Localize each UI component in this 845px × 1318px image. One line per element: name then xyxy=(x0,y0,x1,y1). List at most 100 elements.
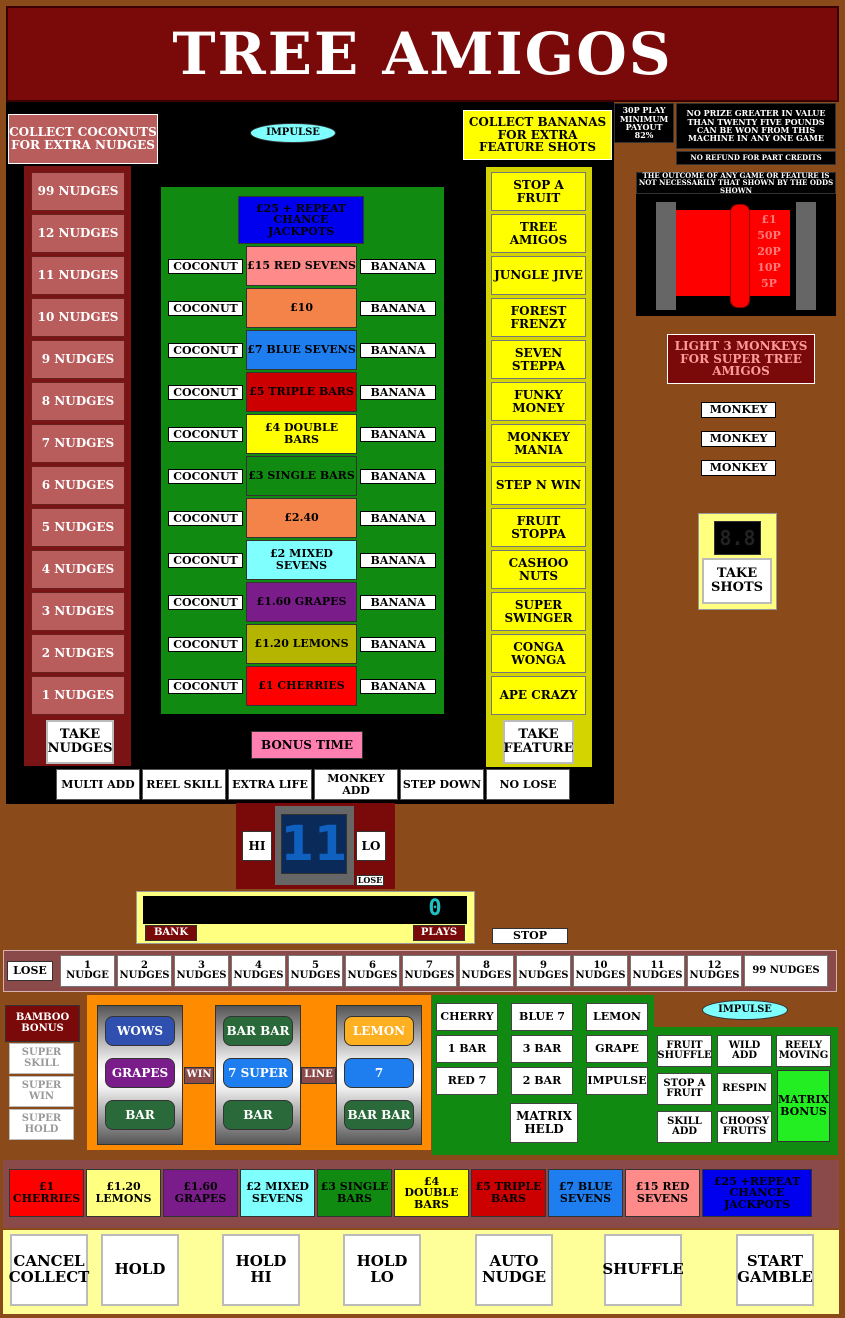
banana-lamp: BANANA xyxy=(360,553,436,568)
lo-lamp: LO xyxy=(356,831,386,861)
feature-lamp: APE CRAZY xyxy=(491,676,586,715)
banana-lamp: BANANA xyxy=(360,469,436,484)
coconut-lamp: COCONUT xyxy=(168,385,243,400)
prize-lamp: £1.20 LEMONS xyxy=(246,624,357,664)
bonus-feature: REELY MOVING xyxy=(776,1035,831,1067)
feature-lamp: SUPER SWINGER xyxy=(491,592,586,631)
matrix-fruit: LEMON xyxy=(586,1003,648,1031)
prize-lamp: £4 DOUBLE BARS xyxy=(246,414,357,454)
trail-nudge: 2 NUDGES xyxy=(117,955,172,987)
nudge-lamp: 2 NUDGES xyxy=(31,634,125,673)
trail-nudge: 1 NUDGE xyxy=(60,955,115,987)
button-auto-nudge[interactable]: AUTO NUDGE xyxy=(475,1234,553,1306)
feature-lamp: JUNGLE JIVE xyxy=(491,256,586,295)
banana-lamp: BANANA xyxy=(360,385,436,400)
paytable-cell: £7 BLUE SEVENS xyxy=(548,1169,623,1217)
trail-nudge: 3 NUDGES xyxy=(174,955,229,987)
credit-digits: 0 xyxy=(428,896,442,921)
nudge-lamp: 3 NUDGES xyxy=(31,592,125,631)
trail-nudge: 5 NUDGES xyxy=(288,955,343,987)
button-cancel-collect[interactable]: CANCEL COLLECT xyxy=(9,1234,89,1306)
feature-lamp: FUNKY MONEY xyxy=(491,382,586,421)
prize-lamp: £15 RED SEVENS xyxy=(246,246,357,286)
bamboo-item: SUPER HOLD xyxy=(9,1109,74,1140)
hi-lamp: HI xyxy=(242,831,272,861)
matrix-fruit: 2 BAR xyxy=(511,1067,573,1095)
plays-label: PLAYS xyxy=(413,925,465,941)
coconut-lamp: COCONUT xyxy=(168,637,243,652)
coconut-lamp: COCONUT xyxy=(168,427,243,442)
coconut-lamp: COCONUT xyxy=(168,301,243,316)
monkey-lamp: MONKEY xyxy=(701,402,776,418)
monkeys-header: LIGHT 3 MONKEYS FOR SUPER TREE AMIGOS xyxy=(667,334,815,384)
matrix-bonus-lamp: MATRIX BONUS xyxy=(777,1070,830,1142)
nudge-lamp: 99 NUDGES xyxy=(31,172,125,211)
coconut-lamp: COCONUT xyxy=(168,469,243,484)
matrix-fruit: 3 BAR xyxy=(511,1035,573,1063)
bonus-feature: RESPIN xyxy=(717,1073,772,1105)
paytable-cell: £2 MIXED SEVENS xyxy=(240,1169,315,1217)
trail-nudge: 8 NUDGES xyxy=(459,955,514,987)
prize-lamp: £1 CHERRIES xyxy=(246,666,357,706)
trail-lose: LOSE xyxy=(7,961,53,981)
nudge-lamp: 6 NUDGES xyxy=(31,466,125,505)
banana-lamp: BANANA xyxy=(360,343,436,358)
nudge-lamp: 5 NUDGES xyxy=(31,508,125,547)
coconut-lamp: COCONUT xyxy=(168,511,243,526)
nudge-lamp: 4 NUDGES xyxy=(31,550,125,589)
nudge-lamp: 11 NUDGES xyxy=(31,256,125,295)
bonus-feature: WILD ADD xyxy=(717,1035,772,1067)
button-start-gamble[interactable]: START GAMBLE xyxy=(736,1234,814,1306)
coconut-lamp: COCONUT xyxy=(168,679,243,694)
take-nudges-button[interactable]: TAKE NUDGES xyxy=(46,720,114,764)
trail-nudge: 9 NUDGES xyxy=(516,955,571,987)
feature-row-lamp: NO LOSE xyxy=(486,769,570,800)
feature-lamp: SEVEN STEPPA xyxy=(491,340,586,379)
feature-lamp: TREE AMIGOS xyxy=(491,214,586,253)
prize-lamp: £1.60 GRAPES xyxy=(246,582,357,622)
prize-lamp: £10 xyxy=(246,288,357,328)
banana-lamp: BANANA xyxy=(360,637,436,652)
button-hold-lo[interactable]: HOLD LO xyxy=(343,1234,421,1306)
reel-symbol: BAR xyxy=(105,1100,175,1130)
matrix-fruit: BLUE 7 xyxy=(511,1003,573,1031)
bamboo-item: SUPER WIN xyxy=(9,1076,74,1107)
play-info: 30P PLAY MINIMUM PAYOUT 82% xyxy=(614,103,674,143)
matrix-fruit: IMPULSE xyxy=(586,1067,648,1095)
paytable-cell: £4 DOUBLE BARS xyxy=(394,1169,469,1217)
coconut-lamp: COCONUT xyxy=(168,595,243,610)
banana-lamp: BANANA xyxy=(360,259,436,274)
credit-display xyxy=(143,896,467,924)
paytable-cell: £1 CHERRIES xyxy=(9,1169,84,1217)
nudge-lamp: 1 NUDGES xyxy=(31,676,125,715)
feature-lamp: CASHOO NUTS xyxy=(491,550,586,589)
bonus-feature: CHOOSY FRUITS xyxy=(717,1111,772,1143)
shots-counter: 8.8 xyxy=(714,521,761,555)
matrix-fruit: RED 7 xyxy=(436,1067,498,1095)
hilo-number: 11 xyxy=(281,814,347,874)
nudge-lamp: 12 NUDGES xyxy=(31,214,125,253)
feature-row-lamp: MONKEY ADD xyxy=(314,769,398,800)
matrix-fruit: 1 BAR xyxy=(436,1035,498,1063)
bonus-feature: STOP A FRUIT xyxy=(657,1073,712,1105)
banana-lamp: BANANA xyxy=(360,595,436,610)
bamboo-item: SUPER SKILL xyxy=(9,1043,74,1074)
take-feature-button[interactable]: TAKE FEATURE xyxy=(503,720,574,764)
paytable-cell: £1.20 LEMONS xyxy=(86,1169,161,1217)
prize-lamp: £2.40 xyxy=(246,498,357,538)
feature-lamp: CONGA WONGA xyxy=(491,634,586,673)
button-shuffle[interactable]: SHUFFLE xyxy=(602,1234,684,1306)
coin-slot-left xyxy=(656,202,676,310)
impulse-lamp-top: IMPULSE xyxy=(250,123,336,143)
trail-nudge: 6 NUDGES xyxy=(345,955,400,987)
win-lamp: WIN xyxy=(184,1067,214,1084)
paytable-cell: £3 SINGLE BARS xyxy=(317,1169,392,1217)
take-shots-button[interactable]: TAKE SHOTS xyxy=(702,558,772,604)
button-hold[interactable]: HOLD xyxy=(101,1234,179,1306)
banana-lamp: BANANA xyxy=(360,679,436,694)
button-hold-hi[interactable]: HOLD HI xyxy=(222,1234,300,1306)
banana-lamp: BANANA xyxy=(360,511,436,526)
feature-row-lamp: MULTI ADD xyxy=(56,769,140,800)
refund-notice: NO REFUND FOR PART CREDITS xyxy=(676,151,836,165)
coin-slot-right xyxy=(796,202,816,310)
